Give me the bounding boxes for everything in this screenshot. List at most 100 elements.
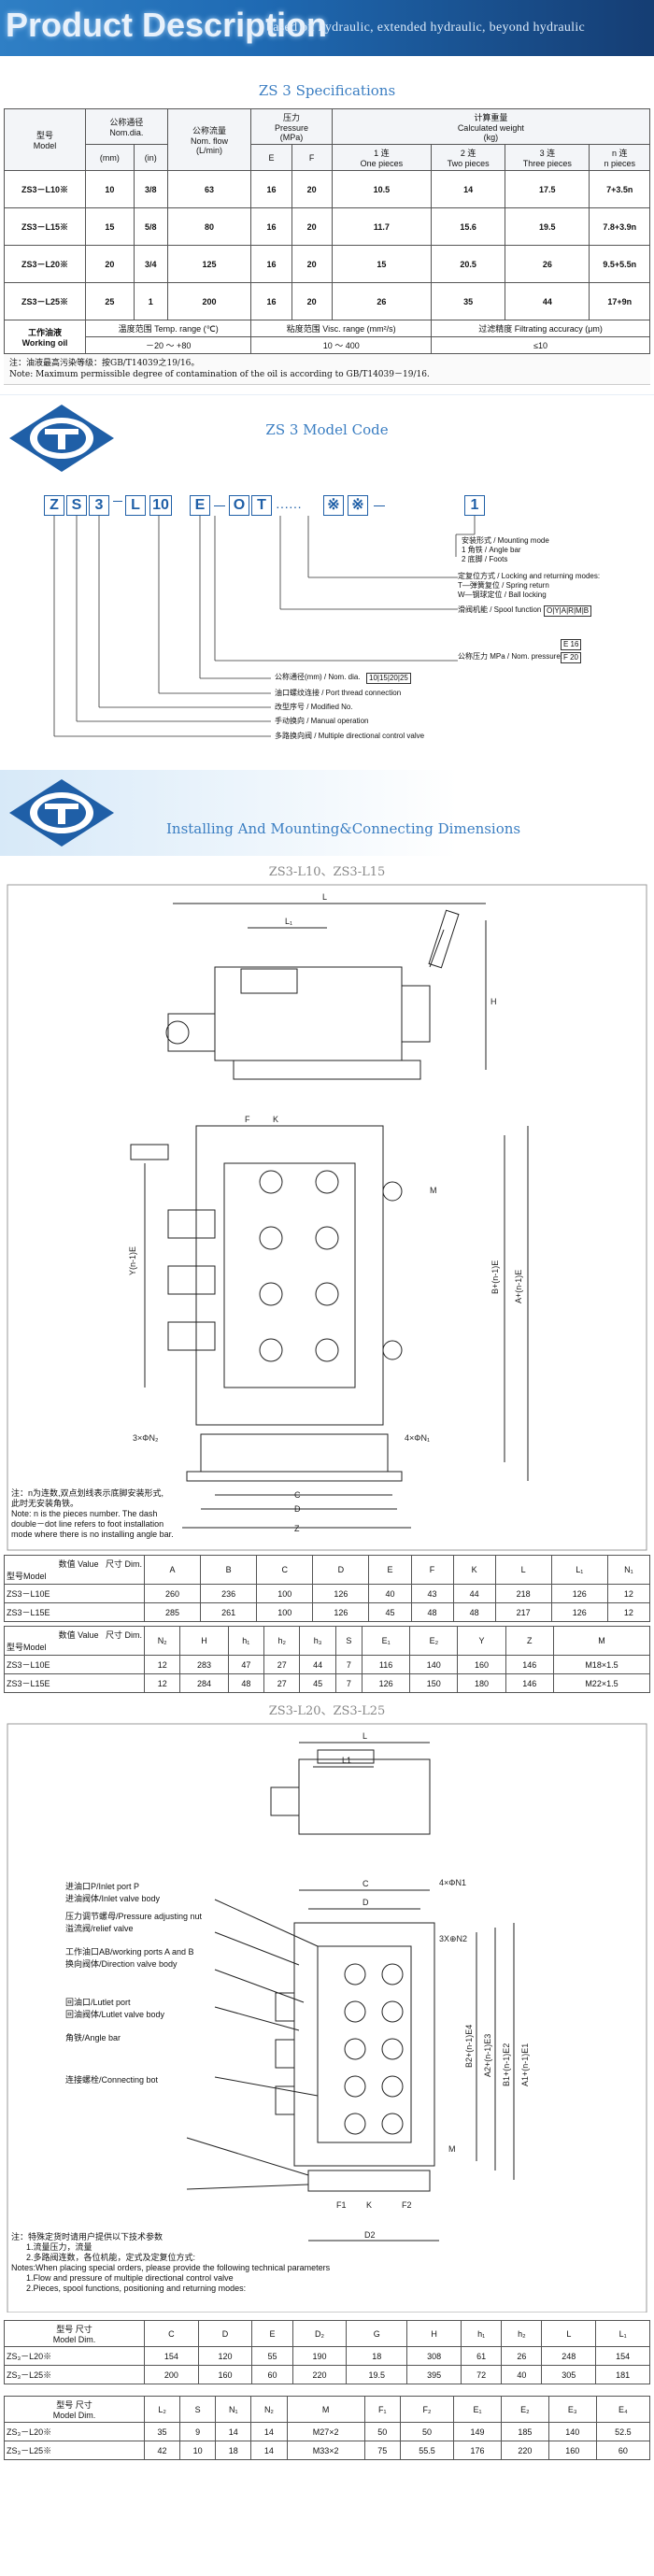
dim-cell: 116 (361, 1655, 411, 1674)
spec-title: ZS 3 Specifications (258, 82, 396, 99)
dim-col-header: A (143, 1555, 202, 1585)
spool-circles (259, 1170, 339, 1362)
label-mounting: 安装形式 / Mounting mode (462, 536, 549, 545)
model-code-title: ZS 3 Model Code (265, 421, 389, 438)
model-code-diagram: Z S 3 L 10 E O T ······ ※ ※ 1 安装形式 / Mou… (0, 480, 654, 770)
dim-cell: 19.5 (346, 2365, 408, 2384)
press-E: E 16 (561, 639, 582, 650)
dim-col-header: E₂ (409, 1626, 459, 1656)
spec-cell: 20.5 (431, 245, 506, 283)
install-header: Installing And Mounting&Connecting Dimen… (0, 770, 654, 856)
temp-value: －20 ～ +80 (85, 336, 252, 354)
dim-cell: 200 (144, 2365, 199, 2384)
th-F: F (291, 144, 333, 171)
banner-title: Product Description (6, 6, 328, 44)
svg-text:A2+(n-1)E3: A2+(n-1)E3 (483, 2034, 492, 2077)
spec-cell: 16 (250, 245, 292, 283)
visc-value: 10 ～ 400 (250, 336, 433, 354)
dim-cell: 45 (299, 1673, 336, 1693)
spec-cell: ZS3－L15※ (3, 207, 87, 246)
dim-col-header: N₂ (143, 1626, 181, 1656)
svg-text:H: H (490, 997, 497, 1006)
dim-cell: 14 (215, 2422, 252, 2441)
dim-col-header: F₁ (363, 2396, 401, 2423)
dim-cell: 100 (256, 1584, 314, 1603)
svg-text:K: K (366, 2200, 372, 2210)
callout-pressure-nut: 压力调节螺母/Pressure adjusting nut (65, 1912, 203, 1921)
spec-cell: ZS3－L25※ (3, 282, 87, 320)
dim-col-header: C (144, 2320, 199, 2347)
dim-col-header: h₃ (299, 1626, 336, 1656)
model-code-lines (53, 516, 476, 737)
label-port-thread: 油口螺纹连接 / Port thread connection (275, 689, 402, 697)
code-box-T: T (251, 495, 272, 516)
label-manual: 手动换向 / Manual operation (275, 717, 369, 725)
spec-cell: 14 (431, 170, 506, 208)
dim-col-header: h₁ (227, 1626, 265, 1656)
top-banner: Product Description based on hydraulic, … (0, 0, 654, 56)
dim-cell: 146 (505, 1673, 554, 1693)
svg-text:D2: D2 (364, 2230, 376, 2240)
spec-cell: 9.5+5.5n (589, 245, 650, 283)
dim-cell: 100 (256, 1602, 314, 1622)
spec-cell: 16 (250, 207, 292, 246)
dim-cell: 52.5 (595, 2422, 651, 2441)
dim-cell: M27×2 (286, 2422, 365, 2441)
dim-cell: 185 (500, 2422, 549, 2441)
dim-cell: 27 (263, 1673, 301, 1693)
dim-cell: 40 (501, 2365, 543, 2384)
model-code-header: ZS 3 Model Code (0, 394, 654, 480)
spec-note-en: Note: Maximum permissible degree of cont… (9, 370, 430, 379)
svg-text:B+(n-1)E: B+(n-1)E (490, 1260, 500, 1294)
svg-text:K: K (273, 1115, 278, 1124)
dim-col-header: F (410, 1555, 454, 1585)
dim-cell: 150 (409, 1673, 459, 1693)
dim-col-header: N₁ (606, 1555, 651, 1585)
dim-cell: 220 (500, 2441, 549, 2460)
dim-cell: 126 (361, 1673, 411, 1693)
code-box-3: 3 (89, 495, 109, 516)
spec-cell: 1 (133, 282, 168, 320)
spec-cell: 35 (431, 282, 506, 320)
dim-col-header: D (312, 1555, 370, 1585)
code-box-E: E (190, 495, 210, 516)
callouts: 进油口P/Inlet port P 进油阀体/Inlet valve body … (65, 1881, 202, 2086)
th-mm: (mm) (85, 144, 135, 171)
dim-cell: 44 (452, 1584, 496, 1603)
dim-cell: M33×2 (286, 2441, 365, 2460)
spec-cell: 17+9n (589, 282, 650, 320)
svg-text:F: F (245, 1115, 250, 1124)
callout-inlet-port: 进油口P/Inlet port P (65, 1882, 140, 1891)
spec-cell: 125 (166, 245, 252, 283)
dim-model-cell: ZS3－L10E (4, 1584, 145, 1603)
dim-col-header: h₂ (263, 1626, 301, 1656)
dim-cell: 42 (143, 2441, 181, 2460)
svg-text:M: M (430, 1186, 437, 1195)
dim-cell: 26 (501, 2346, 543, 2366)
dim-cell: 284 (179, 1673, 229, 1693)
svg-text:A+(n-1)E: A+(n-1)E (514, 1270, 523, 1303)
dim-model-cell: ZS3－L15E (4, 1673, 145, 1693)
svg-text:F2: F2 (402, 2200, 412, 2210)
temp-label: 温度范围 Temp. range (℃) (85, 320, 252, 337)
spec-cell: 3/4 (133, 245, 168, 283)
label-spool: 滑阀机能 / Spool function (458, 605, 542, 614)
spec-cell: 15.6 (431, 207, 506, 246)
dim-cell: 126 (312, 1584, 370, 1603)
dim-cell: 126 (550, 1602, 608, 1622)
dim-cell: 35 (143, 2422, 181, 2441)
callout-connecting-bolt: 连接螺栓/Connecting bot (65, 2075, 159, 2085)
dim-col-header: h₂ (501, 2320, 543, 2347)
dim-cell: 45 (368, 1602, 412, 1622)
